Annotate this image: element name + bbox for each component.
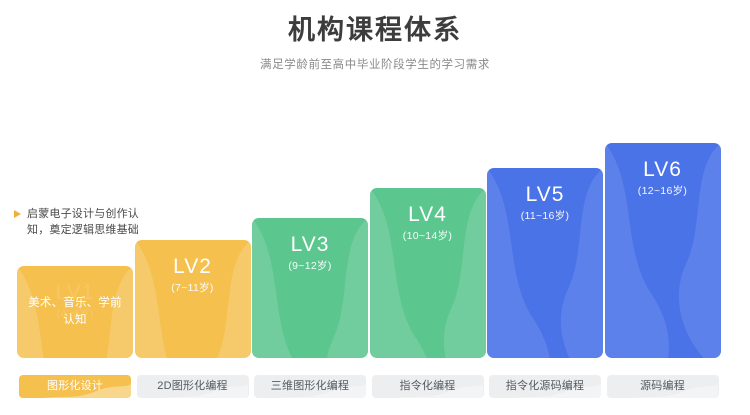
- page-subtitle: 满足学龄前至高中毕业阶段学生的学习需求: [260, 59, 490, 71]
- category-chip-1[interactable]: 图形化设计: [19, 375, 131, 398]
- bar-level-label: LV5: [525, 183, 565, 206]
- bar-age-range: (7~11岁): [171, 282, 214, 294]
- category-chip-label: 2D图形化编程: [157, 380, 228, 392]
- category-chip-label: 源码编程: [640, 380, 685, 392]
- bar-level-label: LV3: [290, 233, 330, 256]
- category-chip-2[interactable]: 2D图形化编程: [136, 375, 249, 398]
- bar-lv6[interactable]: LV6 (12~16岁): [604, 143, 721, 358]
- bar-lv5[interactable]: LV5 (11~16岁): [487, 168, 603, 358]
- bar-age-range: (12~16岁): [637, 185, 688, 197]
- bar-lv3[interactable]: LV3 (9~12岁): [252, 218, 368, 358]
- bar-level-label: LV4: [408, 203, 447, 226]
- category-chip-label: 指令化源码编程: [505, 380, 585, 392]
- triangle-right-icon: [14, 210, 21, 218]
- category-chip-3[interactable]: 三维图形化编程: [254, 375, 366, 398]
- page-header: 机构课程体系 满足学龄前至高中毕业阶段学生的学习需求: [0, 0, 750, 74]
- annotation-callout: 启蒙电子设计与创作认知，奠定逻辑思维基础: [14, 206, 142, 238]
- bar-lv2[interactable]: LV2 (7~11岁): [134, 240, 251, 358]
- page-title: 机构课程体系: [288, 15, 462, 45]
- annotation-text: 启蒙电子设计与创作认知，奠定逻辑思维基础: [27, 208, 139, 236]
- bar-age-range: (9~12岁): [288, 260, 332, 272]
- category-chip-label: 图形化设计: [47, 380, 103, 392]
- bar-lv1[interactable]: LV1 (4~6岁)美术、音乐、学前认知: [17, 266, 133, 358]
- bar-overlay-text: 美术、音乐、学前认知: [28, 297, 122, 326]
- bar-level-label: LV1: [55, 281, 95, 304]
- category-chip-label: 指令化编程: [399, 380, 456, 392]
- category-chip-6[interactable]: 源码编程: [606, 375, 719, 398]
- bar-age-range: (11~16岁): [520, 210, 570, 222]
- bar-age-range: (10~14岁): [402, 230, 453, 242]
- category-chip-label: 三维图形化编程: [270, 380, 350, 392]
- bar-lv4[interactable]: LV4 (10~14岁): [369, 188, 486, 358]
- bar-age-range: (4~6岁): [56, 308, 94, 320]
- category-chip-4[interactable]: 指令化编程: [371, 375, 484, 398]
- bar-level-label: LV2: [173, 255, 212, 278]
- bar-level-label: LV6: [643, 158, 682, 181]
- category-chip-5[interactable]: 指令化源码编程: [489, 375, 601, 398]
